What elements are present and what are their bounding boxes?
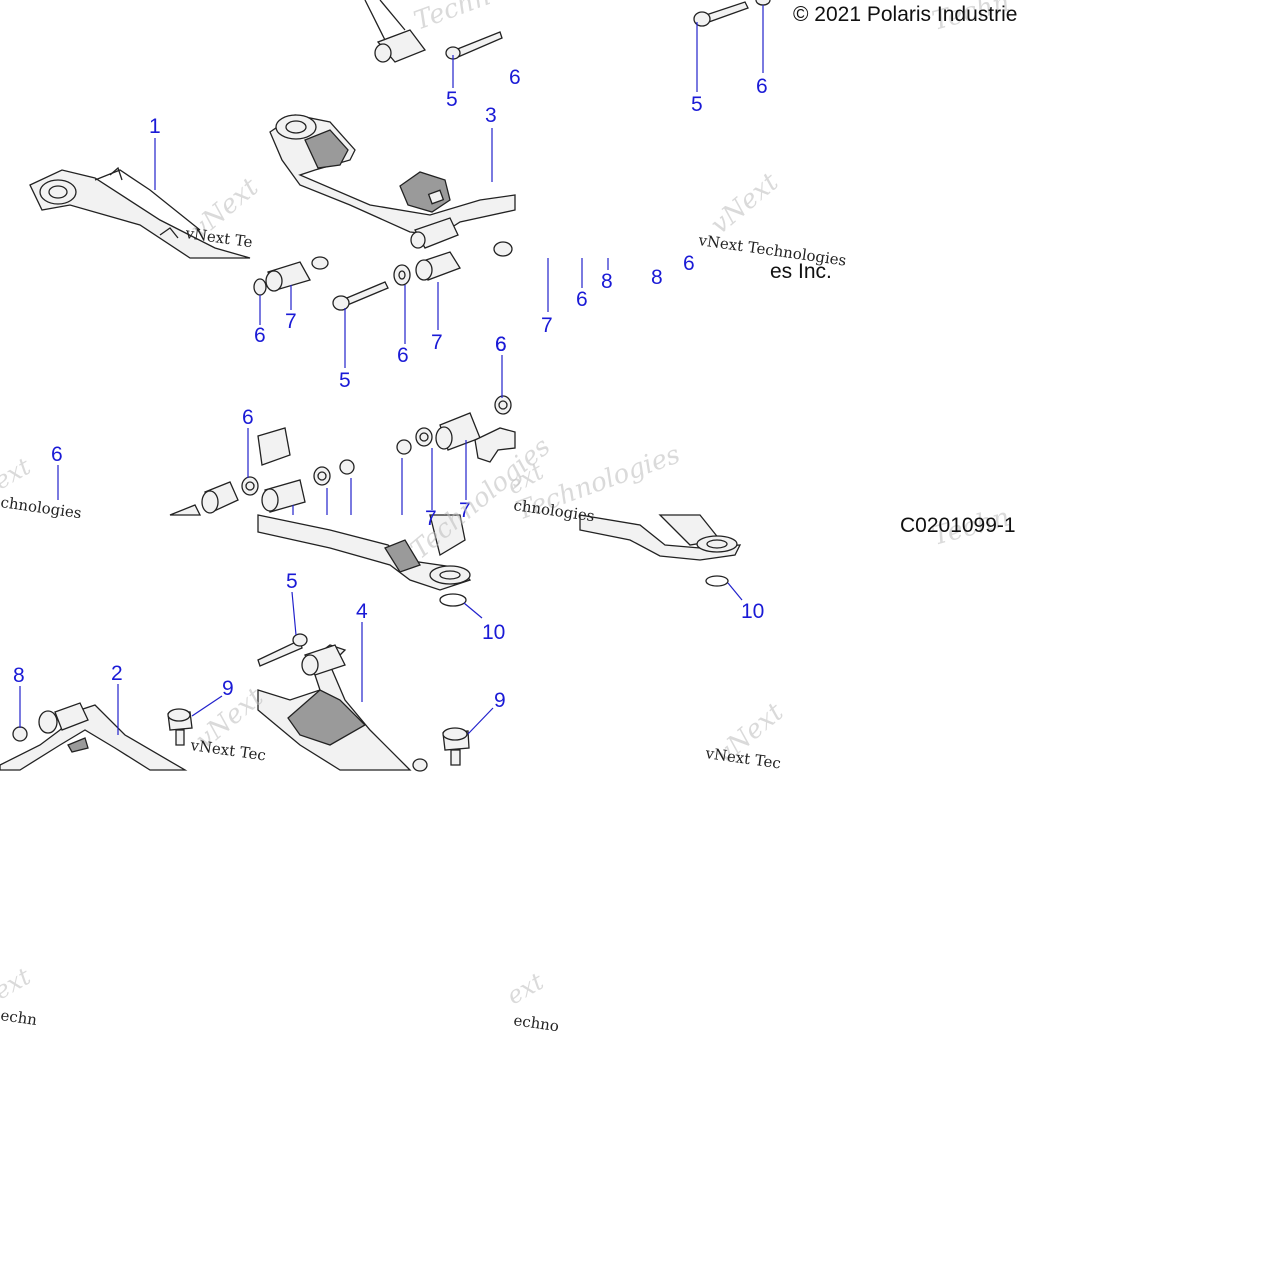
leader-lines (19, 5, 764, 735)
a-arm-part-4-drawing (257, 633, 428, 772)
callout-label: 10 (741, 600, 764, 623)
callout-label: 6 (495, 333, 507, 356)
drawing-number: C0201099-1 (900, 514, 1016, 537)
watermark-fragment: Techn (410, 0, 494, 37)
callout-label: 10 (482, 621, 505, 644)
a-arm-part-1-drawing (29, 166, 251, 259)
callout-label: 5 (446, 88, 458, 111)
watermark-text: vNext Tec (188, 736, 267, 765)
callout-label: 6 (756, 75, 768, 98)
a-arm-part-3-drawing (269, 0, 516, 257)
watermark-text: chnologies (0, 493, 83, 522)
bolt-top-right-drawing (693, 0, 771, 27)
callout-label: 6 (683, 252, 695, 275)
callout-label: 7 (459, 499, 471, 522)
callout-label: 6 (254, 324, 266, 347)
callout-label: 7 (431, 331, 443, 354)
a-arm-part-2-drawing (0, 702, 188, 771)
watermark-text: echn (0, 1006, 39, 1029)
callout-numbers: 1 3 5 5 6 6 5 6 7 6 7 7 6 8 8 6 6 6 7 6 … (13, 66, 768, 712)
watermark-fragment: vNext (705, 167, 784, 240)
callout-label: 5 (691, 93, 703, 116)
bushings-row-3-drawing (201, 395, 516, 514)
callout-label: 4 (356, 600, 368, 623)
callout-label: 7 (285, 310, 297, 333)
callout-label: 6 (576, 288, 588, 311)
callout-label: 3 (485, 104, 497, 127)
callout-label: 8 (601, 270, 613, 293)
callout-label: 8 (651, 266, 663, 289)
ball-joint-right-drawing (442, 727, 470, 766)
watermark-text: vNext Tec (703, 744, 782, 773)
a-arm-lower-right-drawing (579, 514, 742, 587)
callout-label: 6 (495, 333, 507, 356)
callout-label: 9 (222, 677, 234, 700)
callout-label: 7 (425, 507, 437, 530)
ball-joint-left-drawing (167, 708, 193, 746)
callout-label: 2 (111, 662, 123, 685)
callout-label: 8 (13, 664, 25, 687)
callout-label: 5 (286, 570, 298, 593)
watermark-fragment: ext (502, 967, 549, 1010)
callout-label: 7 (541, 314, 553, 337)
callout-label: 9 (494, 689, 506, 712)
tile-mask-right-top (1030, 0, 1285, 1285)
watermark-text-fragments: vNext Te vNext Technologies chnologies c… (0, 224, 848, 1035)
watermark-text: echno (512, 1011, 560, 1035)
callout-label: 6 (397, 344, 409, 367)
callout-label: 6 (51, 443, 63, 466)
a-arm-lower-middle-drawing (169, 504, 472, 607)
copyright-fragment: es Inc. (770, 260, 832, 283)
callout-label: 1 (149, 115, 161, 138)
callout-label: 6 (509, 66, 521, 89)
callout-label: 6 (242, 406, 254, 429)
callout-label: 5 (339, 369, 351, 392)
bushings-row-2-drawing (253, 251, 461, 311)
watermark-fragment: ext (0, 452, 36, 495)
watermark-overlays: Techn vNext vNext Technologies Technolog… (0, 0, 1013, 1010)
watermark-fragment: ext (0, 962, 36, 1005)
copyright-notice: © 2021 Polaris Industrie (793, 3, 1017, 26)
